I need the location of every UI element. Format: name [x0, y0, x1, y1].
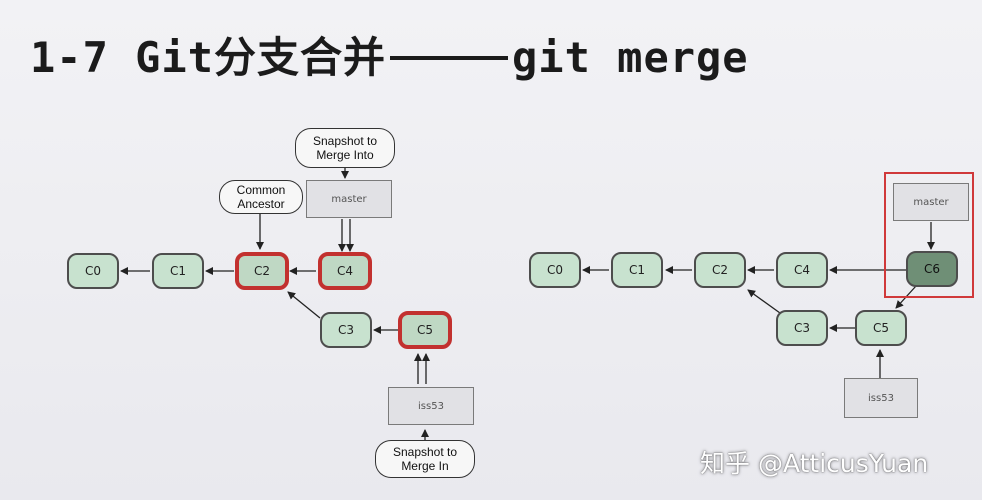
right-master-ref: master: [893, 183, 969, 221]
callout-common-ancestor: Common Ancestor: [219, 180, 303, 214]
left-commit-c2: C2: [235, 252, 289, 290]
left-commit-c1: C1: [152, 253, 204, 289]
left-commit-c3: C3: [320, 312, 372, 348]
left-commit-c4: C4: [318, 252, 372, 290]
title-dash: [390, 55, 509, 60]
right-commit-c2: C2: [694, 252, 746, 288]
left-iss53-ref: iss53: [388, 387, 474, 425]
right-commit-c3: C3: [776, 310, 828, 346]
arrow-r-c3-c2: [747, 289, 781, 314]
left-commit-c5: C5: [398, 311, 452, 349]
right-commit-c1: C1: [611, 252, 663, 288]
right-commit-c5: C5: [855, 310, 907, 346]
merge-commit-highlight-box: [884, 172, 974, 298]
watermark: 知乎 @AtticusYuan: [700, 449, 929, 478]
arrow-c3-c2: [287, 291, 321, 319]
title-suffix: git merge: [512, 33, 749, 82]
right-commit-c4: C4: [776, 252, 828, 288]
right-commit-c0: C0: [529, 252, 581, 288]
left-commit-c0: C0: [67, 253, 119, 289]
callout-snapshot-merge-in: Snapshot to Merge In: [375, 440, 475, 478]
right-commit-c6: C6: [906, 251, 958, 287]
callout-snapshot-merge-into: Snapshot to Merge Into: [295, 128, 395, 168]
title-prefix: 1-7 Git分支合并: [30, 33, 387, 82]
slide-title: 1-7 Git分支合并 git merge: [30, 24, 749, 85]
right-iss53-ref: iss53: [844, 378, 918, 418]
left-master-ref: master: [306, 180, 392, 218]
